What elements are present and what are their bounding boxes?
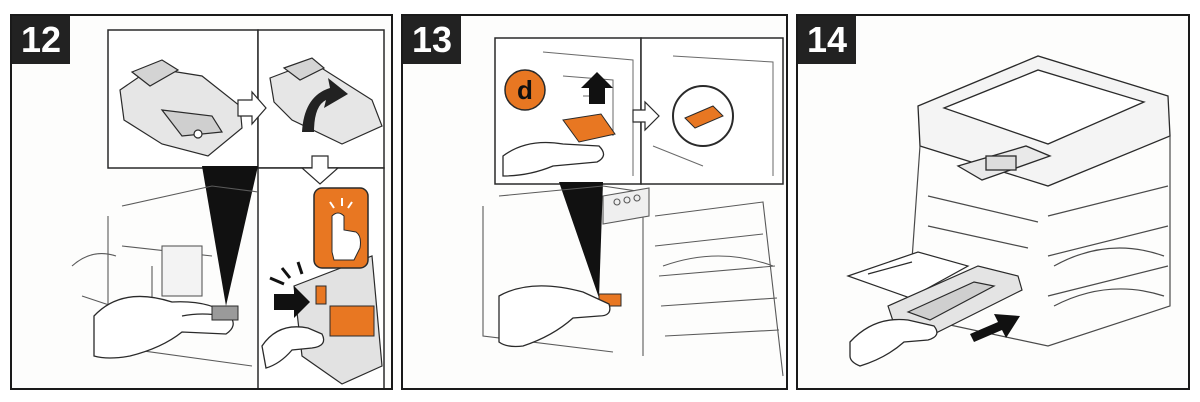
- step-14-badge: 14: [798, 16, 856, 64]
- cleaning-unit-icon: [119, 59, 243, 157]
- printer-scanner-icon: [917, 55, 1171, 187]
- right-arrow-icon: [237, 90, 267, 126]
- lift-arrow-icon: [581, 72, 613, 104]
- callout-pointer: [202, 166, 258, 306]
- push-arrow-icon: [970, 314, 1020, 342]
- printer-front-icon: [482, 185, 784, 377]
- hand-icon: [261, 326, 325, 369]
- step-13-number: 13: [411, 19, 453, 60]
- step-13-illustration: d: [482, 37, 784, 377]
- open-cover-icon: [846, 251, 970, 299]
- lift-arrow-icon: [302, 78, 348, 132]
- step-13-badge: 13: [403, 16, 461, 64]
- step-14-panel: 14: [796, 14, 1190, 390]
- callout-pointer: [559, 182, 603, 298]
- step-12-number: 12: [20, 19, 62, 60]
- tab-small: [211, 305, 239, 321]
- hand-icon: [849, 318, 938, 367]
- callout-d: [504, 69, 546, 111]
- step-12-illustration: [71, 29, 385, 388]
- right-arrow-icon: [632, 100, 660, 132]
- down-arrow-icon: [300, 155, 340, 185]
- callout-d-letter: d: [517, 75, 533, 105]
- step-14-illustration: [846, 55, 1171, 367]
- step-14-number: 14: [806, 19, 848, 60]
- hand-icon: [498, 285, 611, 348]
- step-13-panel: 13 d: [401, 14, 788, 390]
- push-arrow-icon: [274, 286, 310, 318]
- tab-orange: [329, 305, 375, 337]
- step-12-panel: 12: [10, 14, 393, 390]
- hand-icon: [502, 141, 605, 177]
- hand-icon: [93, 295, 234, 359]
- step-12-badge: 12: [12, 16, 70, 64]
